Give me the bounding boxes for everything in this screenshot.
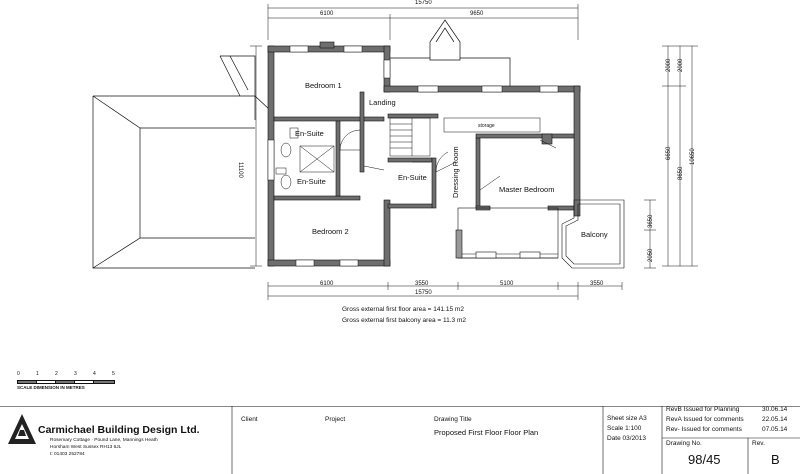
company-phone: t: 01403 252784 [50, 452, 85, 457]
shower-tray [299, 145, 335, 173]
window-west-ensuite [267, 139, 275, 181]
scale-tick-4: 4 [93, 371, 96, 377]
dim-left-height: 11100 [237, 162, 243, 178]
wall-ensuite-centre-south [387, 203, 433, 209]
wall-ensuite-east [335, 120, 341, 197]
dim-right-3: 6650 [666, 146, 672, 160]
toilet-upper [280, 142, 292, 158]
dim-bottom-total: 15750 [415, 290, 432, 296]
scale-tick-1: 1 [36, 371, 39, 377]
dim-right-4: 8650 [678, 166, 684, 180]
drawing-date: Date 03/2013 [607, 435, 647, 442]
room-label-ensuite-upper: En-Suite [295, 129, 324, 138]
wall-east-bedroom2 [383, 199, 391, 267]
roof-outline-top [429, 19, 461, 61]
balcony-outline [561, 199, 625, 269]
chimney-top [319, 41, 335, 49]
master-bay [457, 207, 559, 259]
scale-tick-2: 2 [55, 371, 58, 377]
roof-outline-right [388, 57, 511, 90]
window-master-n [539, 85, 559, 93]
dim-right-1: 2000 [666, 58, 672, 72]
window-bedroom2-s2 [339, 259, 359, 267]
window-bedroom1-n1 [289, 45, 309, 53]
company-address-1: Rosemary Cottage · Pound Lane, Mannings … [50, 438, 158, 443]
revision-a-label: RevA Issued for comments [666, 416, 744, 423]
drawing-title-label: Drawing Title [434, 416, 472, 423]
gross-balcony-area: Gross external first balcony area = 11.3… [342, 317, 466, 324]
wall-ensuite-centre-east [431, 157, 437, 209]
drawing-no-label: Drawing No. [666, 440, 702, 447]
scale-bar: 0 1 2 3 4 5 SCALE DIMENSION IN METRES [17, 371, 117, 390]
dim-right-6: 3650 [648, 214, 654, 228]
dim-bottom-1: 6100 [320, 281, 334, 287]
room-label-bedroom2: Bedroom 2 [312, 227, 349, 236]
dim-right-2: 2000 [678, 58, 684, 72]
revision-b-date: 30.06.14 [762, 406, 788, 413]
scale-caption: SCALE DIMENSION IN METRES [17, 385, 85, 390]
revision-b-label: RevB Issued for Planning [666, 406, 740, 413]
title-block-frame [0, 406, 800, 474]
drawing-number: 98/45 [688, 452, 721, 467]
scale-tick-0: 0 [17, 371, 20, 377]
drawing-scale: Scale 1:100 [607, 425, 642, 432]
revision-a-date: 22.05.14 [762, 416, 788, 423]
room-label-landing: Landing [369, 98, 396, 107]
dim-top-left: 6100 [320, 11, 334, 17]
scale-tick-5: 5 [112, 371, 115, 377]
wall-stair-north [387, 113, 439, 119]
company-address-2: Horsham West Sussex RH13 6JL [50, 445, 122, 450]
window-landing-n2 [481, 85, 503, 93]
gross-floor-area: Gross external first floor area = 141.15… [342, 306, 464, 313]
toilet-lower [280, 174, 292, 190]
scale-tick-3: 3 [74, 371, 77, 377]
wall-master-north [475, 133, 575, 139]
chimney-east [541, 133, 553, 145]
rev-label: Rev. [752, 440, 765, 447]
room-label-ensuite-centre: En-Suite [398, 173, 427, 182]
dim-top-total: 15750 [415, 0, 432, 6]
window-bedroom1-n2 [343, 45, 363, 53]
drawing-title: Proposed First Floor Floor Plan [434, 428, 539, 437]
sheet-size: Sheet size A3 [607, 415, 647, 422]
dim-bottom-3: 5100 [500, 281, 514, 287]
stair [389, 117, 431, 157]
company-logo [8, 414, 36, 444]
client-label: Client [241, 416, 258, 423]
room-label-storage: storage [478, 123, 495, 129]
window-bedroom2-s1 [295, 259, 315, 267]
dim-bottom-4: 3550 [590, 281, 604, 287]
floor-plan-drawing [92, 4, 698, 300]
dim-right-7: 2050 [648, 248, 654, 262]
roof-outline-left [92, 95, 271, 269]
wall-bedroom1-south [273, 116, 385, 122]
dim-right-5: 10650 [690, 148, 696, 165]
storage-unit [443, 117, 541, 133]
company-name: Carmichael Building Design Ltd. [38, 424, 200, 436]
wall-dressing-east [475, 137, 481, 209]
dim-top-right: 9650 [470, 11, 484, 17]
wall-east [573, 85, 581, 217]
wall-landing-west [359, 91, 365, 173]
room-label-master-bedroom: Master Bedroom [499, 185, 555, 194]
room-label-balcony: Balcony [581, 230, 608, 239]
window-bedroom1-e [383, 59, 391, 79]
wall-south-bedroom2 [267, 259, 391, 267]
project-label: Project [325, 416, 346, 423]
room-label-ensuite-lower: En-Suite [297, 177, 326, 186]
revision-dash-label: Rev- Issued for comments [666, 426, 742, 433]
window-landing-n1 [417, 85, 439, 93]
revision-dash-date: 07.05.14 [762, 426, 788, 433]
room-label-dressing-room: Dressing Room [451, 146, 460, 198]
room-label-bedroom1: Bedroom 1 [305, 81, 342, 90]
roof-outline-upper-left [219, 55, 256, 120]
rev-value: B [771, 452, 780, 467]
wall-ensuite-centre-north [387, 157, 433, 163]
dim-bottom-2: 3550 [415, 281, 429, 287]
title-block: Carmichael Building Design Ltd. Rosemary… [0, 406, 800, 474]
wall-ensuite-divider [273, 195, 361, 201]
